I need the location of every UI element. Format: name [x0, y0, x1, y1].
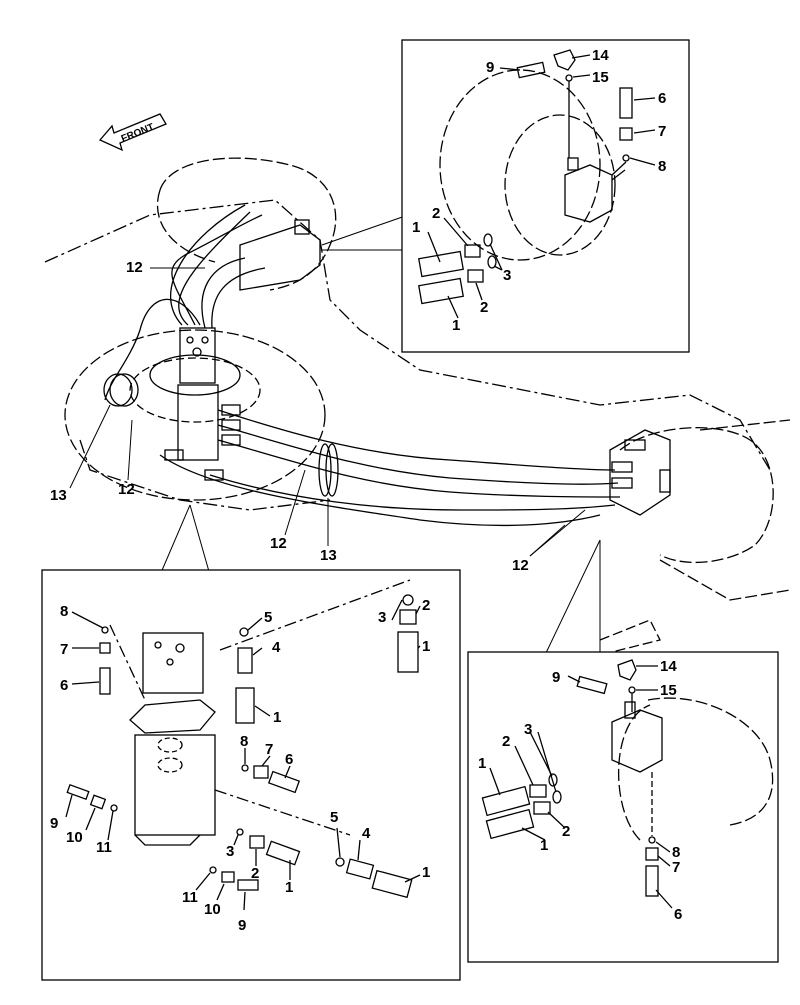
callout-5: 5 — [264, 609, 272, 626]
callout-1: 1 — [452, 317, 460, 334]
front-arrow-icon — [98, 113, 167, 152]
callout-9: 9 — [552, 669, 560, 686]
callout-2: 2 — [502, 733, 510, 750]
callout-3: 3 — [226, 843, 234, 860]
callout-1: 1 — [273, 709, 281, 726]
callout-9: 9 — [486, 59, 494, 76]
callout-4: 4 — [272, 639, 281, 656]
callout-8: 8 — [658, 158, 666, 175]
callout-1: 1 — [412, 219, 420, 236]
callout-9: 9 — [50, 815, 58, 832]
callout-12: 12 — [270, 535, 287, 552]
callout-12: 12 — [118, 481, 135, 498]
callout-3: 3 — [524, 721, 532, 738]
callout-15: 15 — [592, 69, 609, 86]
detail-bottom-right — [467, 651, 779, 963]
callout-1: 1 — [478, 755, 486, 772]
callout-14: 14 — [592, 47, 609, 64]
callout-6: 6 — [60, 677, 68, 694]
callout-3: 3 — [503, 267, 511, 284]
callout-2: 2 — [480, 299, 488, 316]
callout-11: 11 — [96, 839, 112, 856]
callout-8: 8 — [60, 603, 68, 620]
detail-top-right — [401, 39, 690, 353]
callout-8: 8 — [672, 844, 680, 861]
callout-9: 9 — [238, 917, 246, 934]
callout-7: 7 — [672, 859, 680, 876]
callout-12: 12 — [126, 259, 143, 276]
callout-12: 12 — [512, 557, 529, 574]
callout-6: 6 — [674, 906, 682, 923]
callout-11: 11 — [182, 889, 198, 906]
callout-3: 3 — [378, 609, 386, 626]
callout-7: 7 — [60, 641, 68, 658]
callout-5: 5 — [330, 809, 338, 826]
callout-7: 7 — [265, 741, 273, 758]
main-assembly — [44, 157, 791, 656]
callout-10: 10 — [66, 829, 83, 846]
callout-2: 2 — [422, 597, 430, 614]
callout-2: 2 — [251, 865, 259, 882]
detail-bottom-left — [41, 569, 461, 981]
callout-1: 1 — [422, 864, 430, 881]
callout-7: 7 — [658, 123, 666, 140]
callout-2: 2 — [562, 823, 570, 840]
callout-4: 4 — [362, 825, 371, 842]
callout-13: 13 — [320, 547, 337, 564]
callout-1: 1 — [540, 837, 548, 854]
callout-2: 2 — [432, 205, 440, 222]
callout-14: 14 — [660, 658, 677, 675]
callout-1: 1 — [422, 638, 430, 655]
callout-8: 8 — [240, 733, 248, 750]
callout-1: 1 — [285, 879, 293, 896]
callout-13: 13 — [50, 487, 67, 504]
callout-6: 6 — [285, 751, 293, 768]
callout-10: 10 — [204, 901, 221, 918]
callout-15: 15 — [660, 682, 677, 699]
callout-6: 6 — [658, 90, 666, 107]
